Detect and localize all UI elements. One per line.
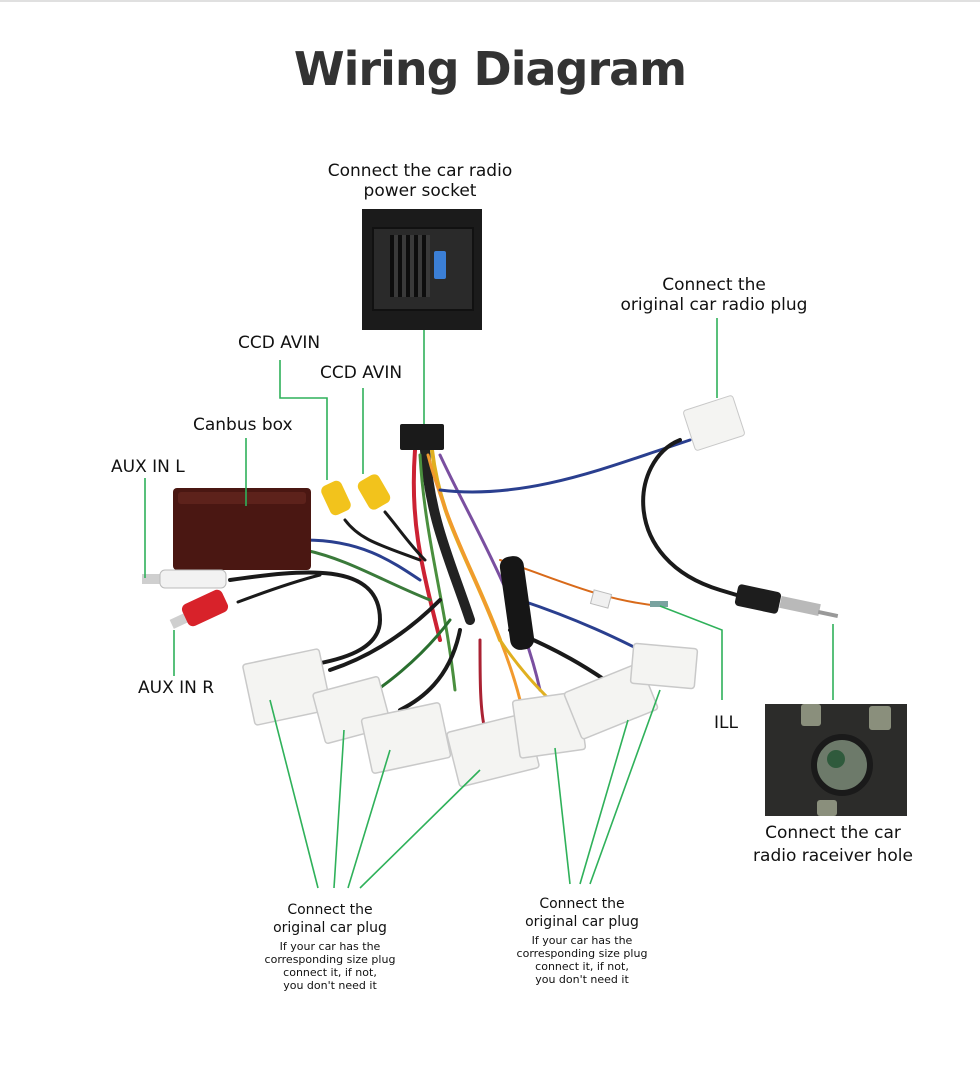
ccd-avin-rca-connectors: [321, 474, 391, 516]
power-socket-label: Connect the car radio power socket: [327, 161, 513, 201]
ccd-avin-label-2: CCD AVIN: [320, 363, 403, 383]
aux-in-l-rca-connector: [142, 569, 227, 589]
canbus-box: [173, 488, 311, 570]
leader-lines: [144, 318, 834, 889]
aux-in-l-label: AUX IN L: [111, 457, 185, 477]
ill-label: ILL: [714, 713, 738, 733]
antenna-plug: [734, 584, 839, 619]
bottom-left-note: Connect the original car plug If your ca…: [264, 902, 396, 992]
bottom-original-plugs: [242, 642, 699, 788]
power-socket-photo: [362, 209, 482, 330]
aux-in-r-label: AUX IN R: [138, 678, 215, 698]
canbus-box-label: Canbus box: [193, 415, 293, 435]
original-radio-plug-label: Connect the original car radio plug: [620, 275, 808, 315]
aux-in-r-rca-connector: [169, 589, 229, 629]
top-right-original-plug: [683, 395, 745, 451]
receiver-hole-photo: [765, 704, 907, 816]
page-title: Wiring Diagram: [293, 42, 687, 96]
ccd-avin-label-1: CCD AVIN: [238, 333, 321, 353]
bottom-right-note: Connect the original car plug If your ca…: [516, 896, 648, 986]
top-divider: [0, 0, 980, 2]
receiver-hole-label: Connect the car radio raceiver hole: [753, 823, 913, 866]
